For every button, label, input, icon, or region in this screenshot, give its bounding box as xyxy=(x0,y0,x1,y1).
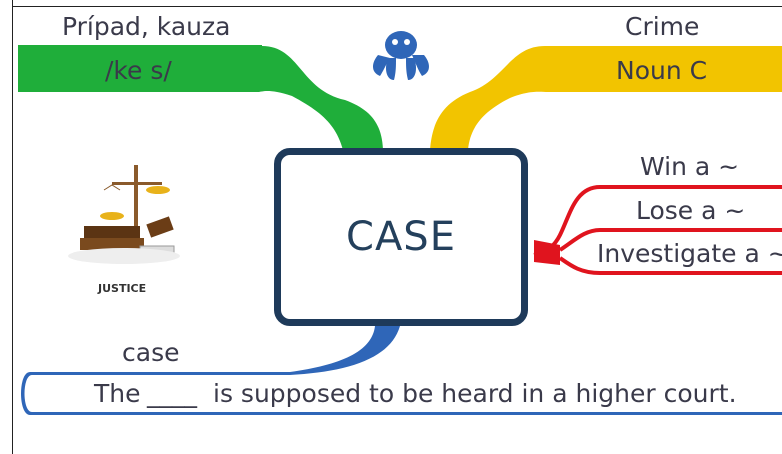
red-branch xyxy=(533,185,782,275)
collocation-item: Investigate a ~ xyxy=(597,239,782,268)
example-answer: case xyxy=(122,338,180,367)
pronunciation-label: /ke s/ xyxy=(105,56,172,85)
collocation-item: Win a ~ xyxy=(640,152,740,181)
justice-scales-icon xyxy=(68,165,180,264)
central-node: CASE xyxy=(274,148,528,326)
word-class-label: Noun C xyxy=(616,56,708,85)
example-sentence-start: The xyxy=(94,379,141,408)
definition-label: Crime xyxy=(625,12,700,41)
justice-caption: JUSTICE xyxy=(98,282,147,295)
translation-label: Prípad, kauza xyxy=(62,12,231,41)
yellow-branch xyxy=(430,46,782,150)
left-border xyxy=(12,0,13,454)
central-word: CASE xyxy=(346,214,456,260)
green-branch xyxy=(18,45,383,150)
collocation-item: Lose a ~ xyxy=(636,196,746,225)
top-border xyxy=(12,6,782,7)
octopus-icon xyxy=(373,31,429,80)
example-blank: ____ xyxy=(147,379,197,408)
example-sentence-end: is supposed to be heard in a higher cour… xyxy=(213,379,737,408)
